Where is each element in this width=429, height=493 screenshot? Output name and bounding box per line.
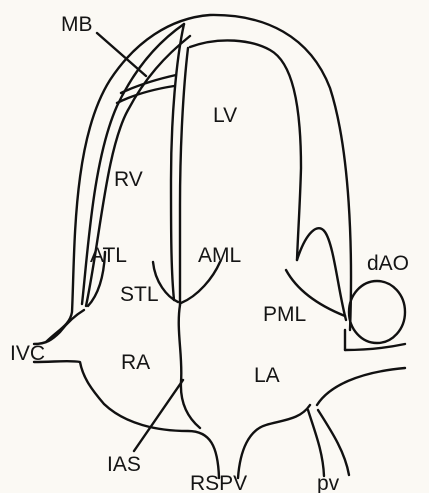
mb-leader-line (97, 33, 146, 76)
left-atrium-lateral-wall (317, 368, 405, 405)
label-dao: dAO (367, 252, 409, 275)
anterior-mitral-leaflet (181, 262, 220, 303)
label-pml: PML (263, 303, 306, 326)
label-lv: LV (213, 104, 237, 127)
label-ivc: IVC (10, 342, 45, 365)
descending-aorta (349, 281, 405, 343)
label-la: LA (254, 364, 280, 387)
interventricular-septum-right (180, 48, 188, 305)
label-aml: AML (198, 244, 241, 267)
pulmonary-vein-left-wall (308, 410, 324, 476)
label-ias: IAS (107, 453, 141, 476)
label-mb: MB (61, 13, 93, 36)
ias-leader-line (134, 380, 183, 451)
label-rv: RV (114, 168, 143, 191)
left-atrium-roof (238, 405, 310, 478)
left-ventricle-outline (190, 40, 301, 260)
label-rspv: RSPV (190, 472, 247, 493)
label-ra: RA (121, 351, 150, 374)
left-atrium-upper-wall (345, 344, 405, 350)
label-pv: pv (317, 472, 340, 493)
interventricular-septum-left (171, 24, 184, 300)
label-atl: ATL (90, 244, 127, 267)
interatrial-septum (179, 305, 200, 428)
label-stl: STL (120, 283, 159, 306)
ivc-upper-wall (34, 310, 84, 344)
